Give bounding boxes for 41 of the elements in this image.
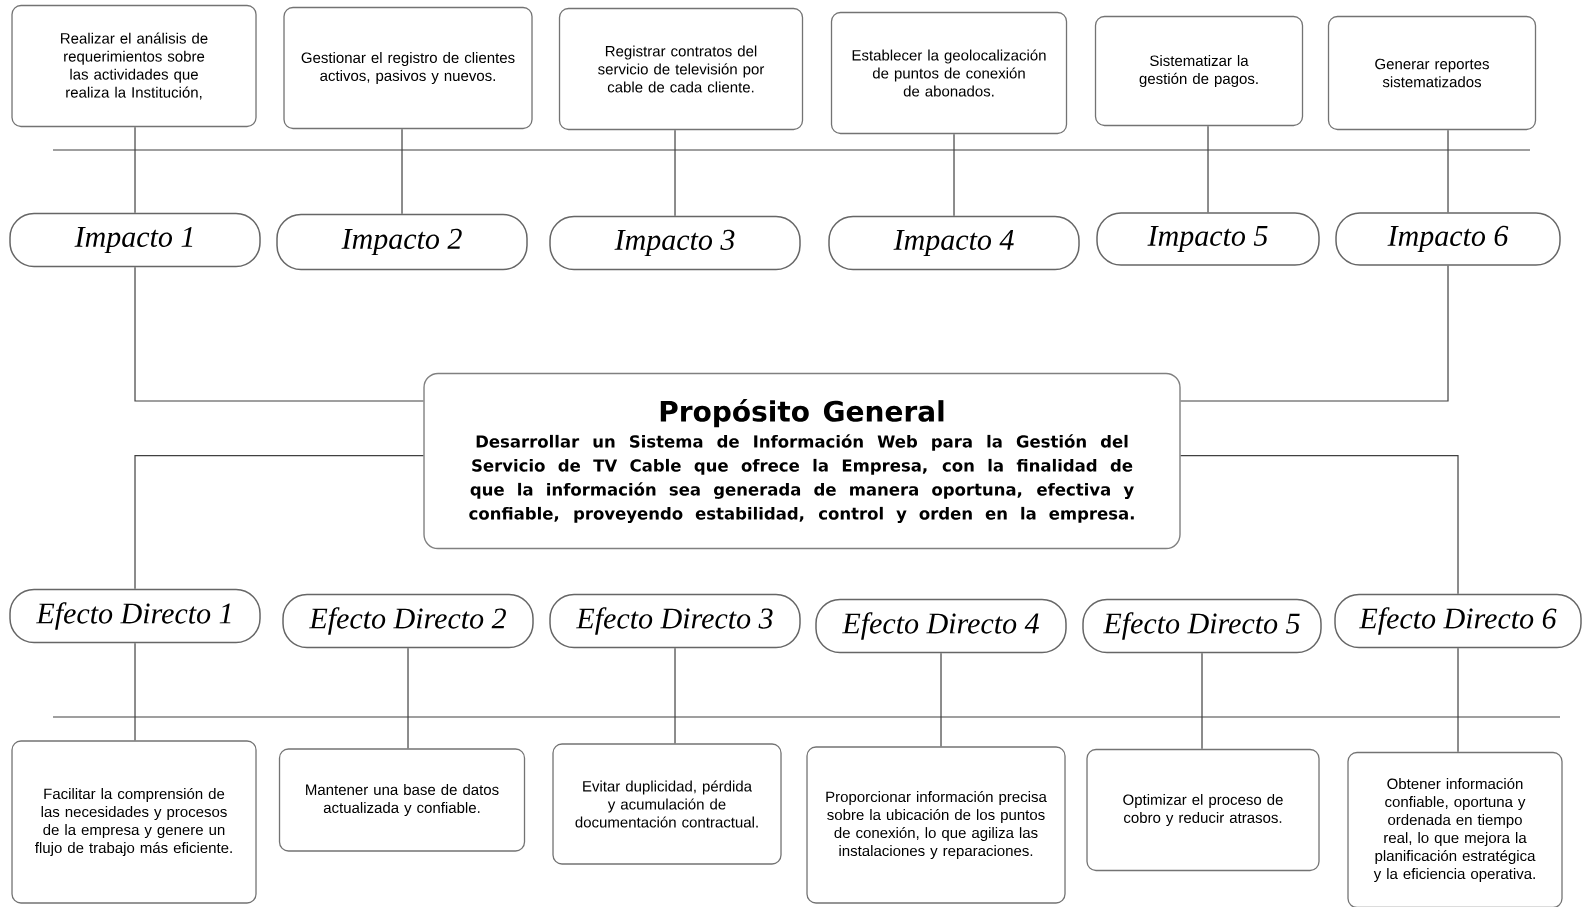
connector-line bbox=[1180, 455, 1459, 595]
connector-line bbox=[1180, 265, 1449, 402]
text-box: Facilitar la comprensión de las necesidades y procesos de la empresa y genere un flujo de trabajo más eficiente. bbox=[11, 740, 257, 904]
rounded-label: Efecto Directo 2 bbox=[282, 593, 534, 649]
rounded-label: Efecto Directo 3 bbox=[549, 593, 801, 649]
text-box: Establecer la geolocalización de puntos de conexión de abonados. bbox=[830, 11, 1068, 135]
rounded-label: Impacto 6 bbox=[1335, 212, 1561, 266]
connector-line bbox=[1447, 129, 1449, 213]
text-box: Optimizar el proceso de cobro y reducir atrasos. bbox=[1086, 748, 1320, 872]
connector-line bbox=[940, 652, 942, 747]
connector-line bbox=[1457, 647, 1459, 753]
rounded-label: Impacto 1 bbox=[9, 212, 261, 268]
text-box: Sistematizar la gestión de pagos. bbox=[1094, 15, 1304, 127]
connector-line bbox=[134, 455, 424, 590]
rounded-label: Impacto 4 bbox=[828, 215, 1080, 271]
text-box: Registrar contratos del servicio de televisión por cable de cada cliente. bbox=[558, 7, 804, 131]
connector-line bbox=[134, 642, 136, 741]
connector-line bbox=[953, 133, 955, 217]
text-box: Proporcionar información precisa sobre la ubicación de los puntos de conexión, lo que agiliza las instalaciones y reparaciones. bbox=[806, 746, 1066, 904]
connector-line bbox=[674, 647, 676, 744]
text-box: Evitar duplicidad, pérdida y acumulación de documentación contractual. bbox=[552, 743, 782, 865]
purpose-box: Propósito General Desarrollar un Sistema de Información Web para la Gestión del Servicio de TV Cable que ofrece la Empresa, con la finalidad de que la información sea generada de manera oportuna, efectiva y confiable, proveyendo estabilidad, control y orden en la empresa. bbox=[423, 372, 1181, 550]
connector-line bbox=[134, 266, 424, 402]
connector-line bbox=[407, 647, 409, 749]
connector-line bbox=[674, 129, 676, 217]
rounded-label: Impacto 5 bbox=[1096, 212, 1320, 266]
rounded-label: Efecto Directo 1 bbox=[9, 588, 261, 644]
connector-line bbox=[134, 126, 136, 214]
text-box: Generar reportes sistematizados bbox=[1327, 15, 1537, 131]
connector-line bbox=[401, 128, 403, 215]
text-box: Realizar el análisis de requerimientos sobre las actividades que realiza la Institución, bbox=[11, 4, 257, 128]
rounded-label: Impacto 2 bbox=[276, 213, 528, 271]
rounded-label: Efecto Directo 4 bbox=[815, 598, 1067, 654]
text-box: Mantener una base de datos actualizada y confiable. bbox=[278, 748, 526, 852]
rounded-label: Efecto Directo 5 bbox=[1082, 598, 1322, 654]
rounded-label: Impacto 3 bbox=[549, 215, 801, 271]
connector-line bbox=[1207, 125, 1209, 213]
rounded-label: Efecto Directo 6 bbox=[1334, 593, 1582, 649]
text-box: Obtener información confiable, oportuna y ordenada en tiempo real, lo que mejora la planificación estratégica y la eficiencia operativa. bbox=[1347, 751, 1563, 907]
text-box: Gestionar el registro de clientes activos, pasivos y nuevos. bbox=[283, 6, 533, 130]
connector-line bbox=[1201, 652, 1203, 750]
